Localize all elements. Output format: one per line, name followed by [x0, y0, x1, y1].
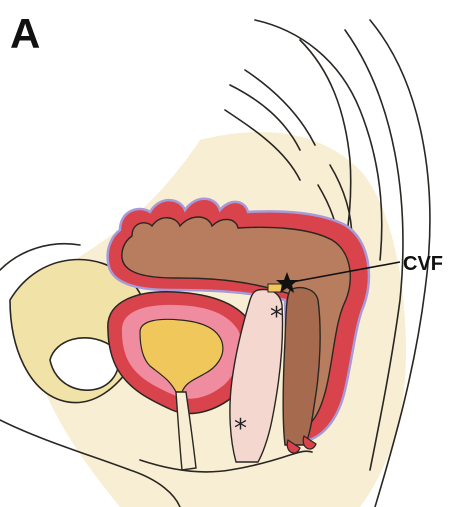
callout-label-cvf: CVF: [403, 253, 443, 275]
asterisk-upper: *: [270, 302, 283, 332]
fistula-tract: [268, 284, 282, 292]
panel-label: A: [10, 10, 40, 57]
asterisk-lower: *: [234, 414, 247, 444]
